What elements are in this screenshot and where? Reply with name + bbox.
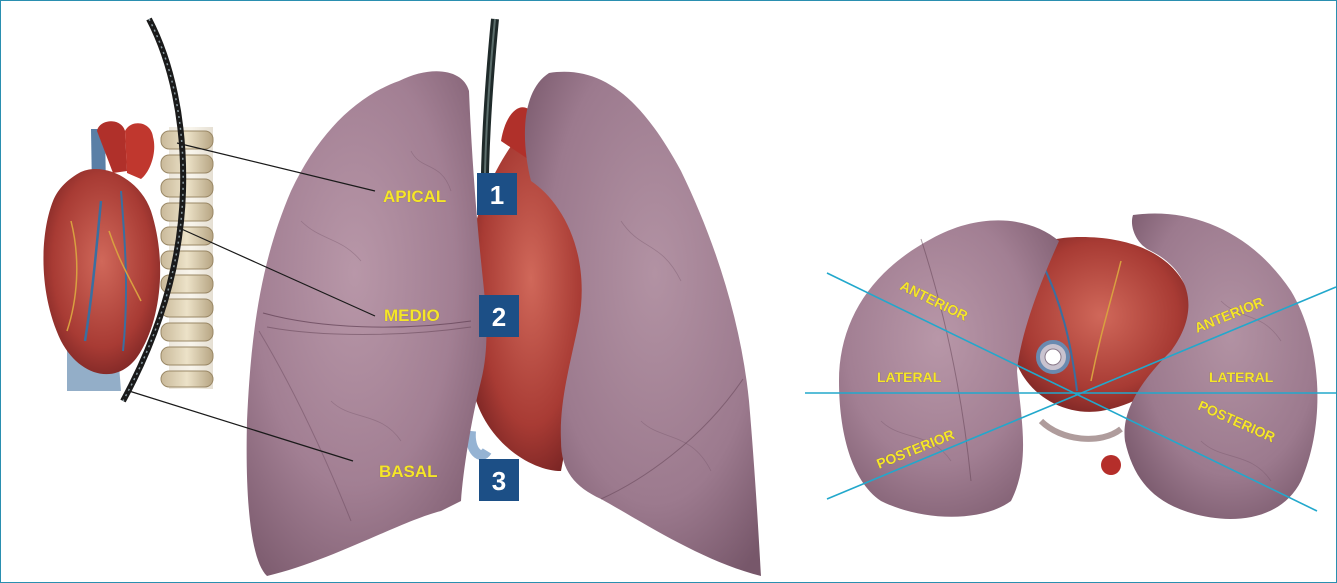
heart-spine-inset	[43, 121, 215, 391]
label-medio: MEDIO	[384, 306, 440, 325]
label-lateral-left: LATERAL	[877, 369, 942, 385]
badge-1: 1	[477, 173, 517, 215]
label-basal: BASAL	[379, 462, 438, 481]
transverse-lungs	[839, 214, 1317, 519]
label-apical: APICAL	[383, 187, 446, 206]
svg-text:3: 3	[492, 466, 506, 496]
svg-text:2: 2	[492, 302, 506, 332]
badge-3: 3	[479, 459, 519, 501]
label-lateral-right: LATERAL	[1209, 369, 1274, 385]
spine-icon	[161, 127, 213, 389]
svg-text:1: 1	[490, 180, 504, 210]
badge-2: 2	[479, 295, 519, 337]
